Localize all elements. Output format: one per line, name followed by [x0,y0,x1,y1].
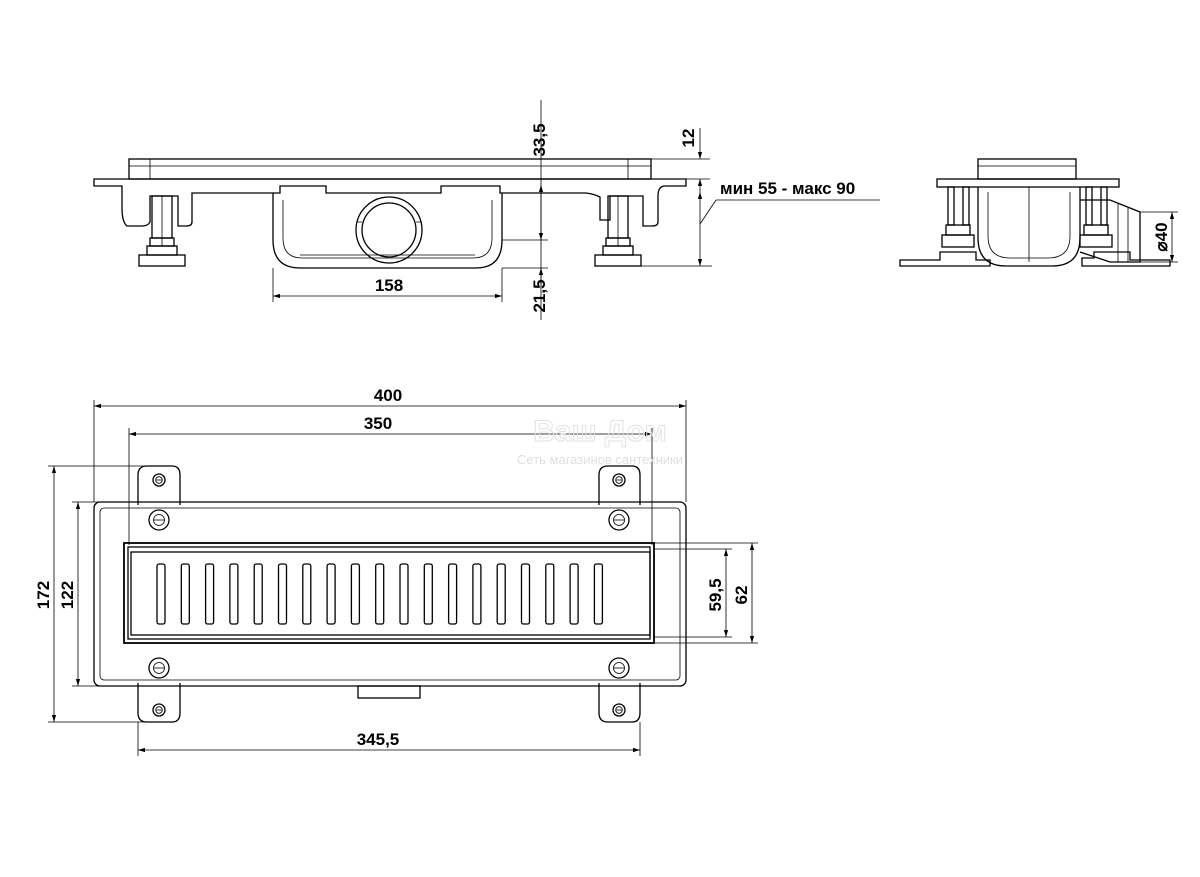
screw [148,657,170,679]
dim-overall-length: 400 [374,386,402,405]
grate-slot [180,563,190,625]
grate-slot [229,563,239,625]
grate-slot [156,563,166,625]
watermark: Ваш Дом Сеть магазинов сантехники [517,415,683,468]
grate-slot [204,563,215,625]
front-view [93,158,687,269]
grate-slot [375,563,385,625]
screws [148,473,630,717]
grate-slot [520,563,531,625]
grate-slot [277,563,288,625]
dim-grate-thickness: 12 [679,129,698,148]
grate-slots [156,563,604,625]
screw [148,509,170,531]
dim-grate-width: 59,5 [706,578,725,611]
dim-channel-length: 350 [364,414,392,433]
front-view-dimensions: 33,5 21,5 12 мин 55 - макс 90 158 [272,100,880,320]
grate-slot [447,563,458,625]
dim-base-length: 345,5 [357,730,400,749]
grate-slot [593,563,604,625]
grate-slot [326,563,336,625]
grate-slot [253,563,263,625]
watermark-tagline: Сеть магазинов сантехники [517,452,683,467]
top-view [93,465,687,723]
dim-overall-width: 172 [34,581,53,609]
grate-slot [350,563,361,625]
screw [152,473,166,487]
grate-slot [423,563,433,625]
top-view-dimensions: 400 350 345,5 172 122 59,5 62 [34,386,758,756]
dim-height-bottom: 21,5 [530,279,549,312]
grate-slot [545,563,555,625]
dim-body-width: 122 [58,581,77,609]
dim-adjust-range: мин 55 - макс 90 [720,179,855,198]
grate-slot [302,563,312,625]
screw [608,657,630,679]
screw [612,703,626,717]
dim-outlet-width: 158 [375,276,403,295]
grate-slot [472,563,482,625]
side-view: ⌀40 [899,158,1178,267]
grate-slot [496,563,506,625]
grate-slot [399,563,409,625]
dim-channel-width: 62 [732,586,751,605]
dim-height-top: 33,5 [530,123,549,156]
grate-slot [569,563,579,625]
screw [612,473,626,487]
dim-outlet-diameter: ⌀40 [1152,222,1171,251]
screw [152,703,166,717]
watermark-brand: Ваш Дом [533,415,667,448]
screw [608,509,630,531]
